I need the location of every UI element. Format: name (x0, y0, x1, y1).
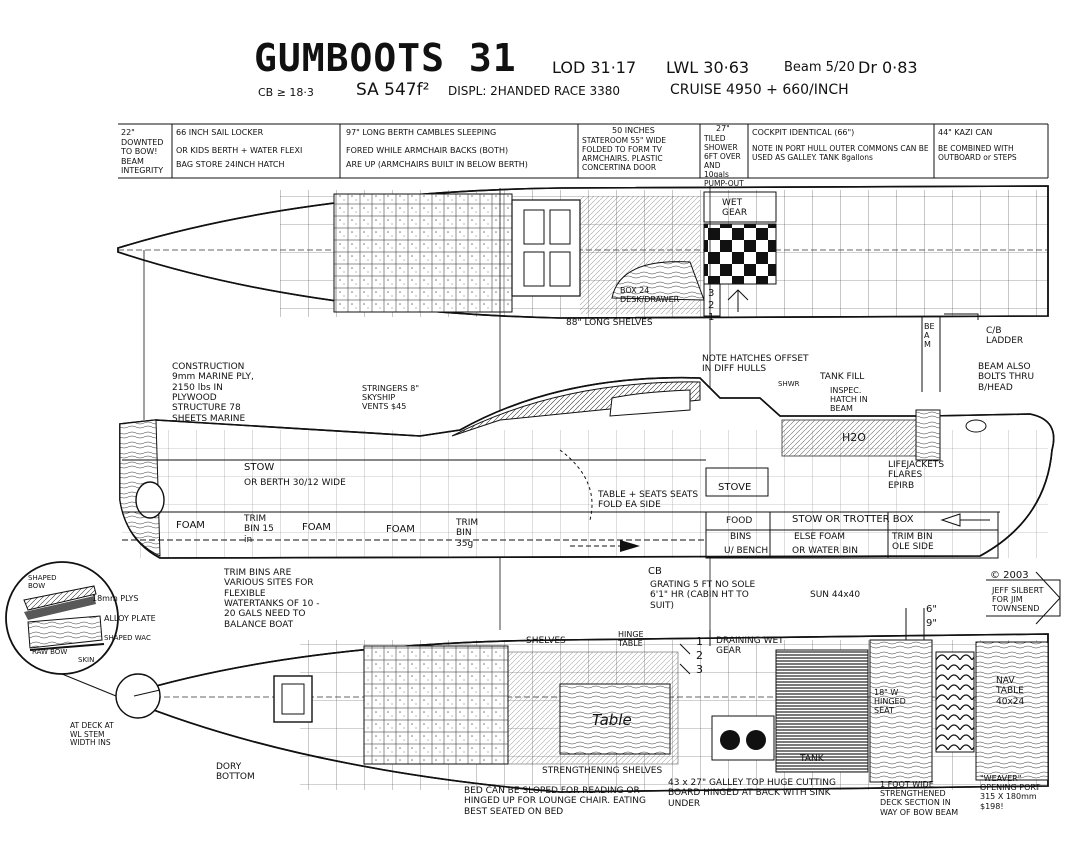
label-stem-width: AT DECK AT WL STEM WIDTH INS (70, 721, 114, 748)
spec-cb: CB ≥ 18·3 (258, 86, 314, 99)
note-bed: BED CAN BE SLOPED FOR READING OR HINGED … (464, 786, 646, 817)
label-table: Table (592, 711, 632, 729)
label-lifejackets: LIFEJACKETS FLARES EPIRB (888, 460, 945, 491)
label-stow: STOW (244, 462, 275, 473)
spec-displ: DISPL: 2HANDED RACE 3380 (448, 84, 621, 98)
bottom-plan-hull (115, 608, 1049, 793)
label-raw-bow: RAW BOW (32, 648, 68, 656)
header-col3b: FORED WHILE ARMCHAIR BACKS (BOTH) (346, 146, 509, 155)
label-shower: SHWR (778, 380, 800, 388)
header-col7a: 44" KAZI CAN (938, 128, 993, 137)
header-col1: 22" DOWNTED TO BOW! BEAM INTEGRITY (121, 128, 164, 176)
label-food: FOOD (726, 516, 753, 526)
label-step-b2: 2 (696, 649, 703, 662)
label-hinge-table: HINGE TABLE (618, 630, 644, 649)
label-step-3: 3 (708, 288, 715, 299)
label-sun: SUN 44x40 (810, 590, 861, 600)
label-cb-ladder: C/B LADDER (986, 326, 1024, 347)
spec-lwl: LWL 30·63 (666, 58, 750, 77)
label-trim-bin-side: TRIM BIN OLE SIDE (892, 532, 934, 553)
label-trim-bins-note: TRIM BINS ARE VARIOUS SITES FOR FLEXIBLE… (224, 568, 320, 630)
label-shelves: SHELVES (526, 636, 566, 646)
drawing-title: GUMBOOTS 31 (254, 36, 517, 80)
note-deck-section: 1 FOOT WIDE STRENGTHENED DECK SECTION IN… (880, 780, 959, 817)
label-foam-1: FOAM (176, 520, 205, 531)
label-stow-trotter: STOW OR TROTTER BOX (792, 514, 914, 525)
label-skin: SKIN (78, 656, 95, 664)
header-col3a: 97" LONG BERTH CAMBLES SLEEPING (346, 128, 497, 137)
header-col2c: BAG STORE 24INCH HATCH (176, 160, 285, 169)
label-step-2: 2 (708, 300, 715, 311)
label-construction: CONSTRUCTION 9mm MARINE PLY, 2150 lbs IN… (172, 362, 254, 424)
label-else-foam: ELSE FOAM (794, 532, 845, 542)
label-berth: OR BERTH 30/12 WIDE (244, 478, 346, 488)
header-col6a: COCKPIT IDENTICAL (66") (752, 128, 855, 137)
label-draining: DRAINING WET GEAR (716, 636, 784, 657)
header-col4b: STATEROOM 55" WIDE FOLDED TO FORM TV ARM… (582, 136, 667, 172)
label-bins: BINS (730, 532, 752, 542)
label-tank: TANK (800, 754, 824, 764)
label-dim-6: 6" (926, 604, 937, 615)
label-nav-table: NAV TABLE 40x24 (996, 676, 1025, 707)
label-trim-bin-2: TRIM BIN 35g (456, 518, 479, 549)
header-col3c: ARE UP (ARMCHAIRS BUILT IN BELOW BERTH) (346, 160, 528, 169)
label-inspec: INSPEC. HATCH IN BEAM (830, 386, 868, 414)
copyright-year: © 2003 (990, 570, 1029, 581)
label-box-desk: BOX 24 DESK/DRAWER (620, 286, 680, 305)
label-step-1: 1 (708, 312, 715, 323)
spec-beam: Beam 5/20 (784, 60, 855, 75)
label-shaped-wac: SHAPED WAC (104, 634, 151, 642)
copyright-author: JEFF SILBERT FOR JIM TOWNSEND (992, 586, 1044, 614)
label-step-b1: 1 (696, 635, 703, 648)
label-plys: 18mm PLYS (92, 594, 139, 603)
header-table-grid (118, 123, 1049, 179)
label-alloy-plate: ALLOY PLATE (104, 614, 156, 623)
label-trim-bin-1: TRIM BIN 15 in (244, 514, 274, 545)
label-dory-bottom: DORY BOTTOM (216, 762, 255, 783)
label-cb: CB (648, 566, 662, 577)
label-strengthening-shelves: STRENGTHENING SHELVES (542, 766, 663, 776)
spec-draft: Dr 0·83 (858, 58, 918, 77)
header-col2a: 66 INCH SAIL LOCKER (176, 128, 264, 137)
profile-hull (119, 376, 1055, 559)
label-note-hatches: NOTE HATCHES OFFSET IN DIFF HULLS (702, 354, 809, 375)
top-plan-hull (117, 185, 1049, 700)
spec-sa: SA 547f² (356, 80, 430, 100)
label-step-b3: 3 (696, 663, 703, 676)
spec-lod: LOD 31·17 (552, 58, 637, 77)
label-shaped-bow: SHAPED BOW (28, 574, 57, 591)
label-tank-fill: TANK FILL (820, 372, 865, 382)
label-grating: GRATING 5 FT NO SOLE 6'1" HR (CABIN HT T… (650, 580, 756, 611)
label-long-shelves: 88" LONG SHELVES (566, 318, 653, 328)
bow-detail (5, 561, 119, 697)
header-col6b: NOTE IN PORT HULL OUTER COMMONS CAN BE U… (752, 144, 929, 162)
label-foam-2: FOAM (302, 522, 331, 533)
header-col2b: OR KIDS BERTH + WATER FLEXI (176, 146, 303, 155)
label-stringers: STRINGERS 8" SKYSHIP VENTS $45 (362, 384, 420, 412)
label-beam-bolts: BEAM ALSO BOLTS THRU B/HEAD (978, 362, 1035, 393)
header-col4a: 50 INCHES (612, 126, 655, 135)
copyright-box (986, 571, 1061, 625)
label-beam: BEAM (924, 322, 935, 350)
label-water-bin: OR WATER BIN (792, 546, 858, 556)
label-bench: U/ BENCH (724, 546, 769, 556)
label-h2o: H2O (842, 431, 866, 444)
note-weaver: "WEAVER" OPENING PORT 315 X 180mm $198! (980, 774, 1041, 811)
label-wet-gear: WET GEAR (722, 198, 748, 219)
label-stove: STOVE (718, 482, 752, 493)
label-table-seats: TABLE + SEATS SEATS FOLD EA SIDE (598, 490, 699, 511)
header-col5a: 27" (716, 124, 730, 133)
header-col7b: BE COMBINED WITH OUTBOARD or STEPS (938, 144, 1017, 162)
label-dim-9: 9" (926, 618, 937, 629)
note-galley: 43 x 27" GALLEY TOP HUGE CUTTING BOARD H… (668, 778, 836, 809)
label-foam-3: FOAM (386, 524, 415, 535)
spec-cruise: CRUISE 4950 + 660/INCH (670, 82, 849, 98)
label-hinged-seat: 18" W HINGED SEAT (874, 688, 906, 716)
header-col5b: TILED SHOWER 6FT OVER AND 10gals PUMP-OU… (704, 134, 744, 188)
